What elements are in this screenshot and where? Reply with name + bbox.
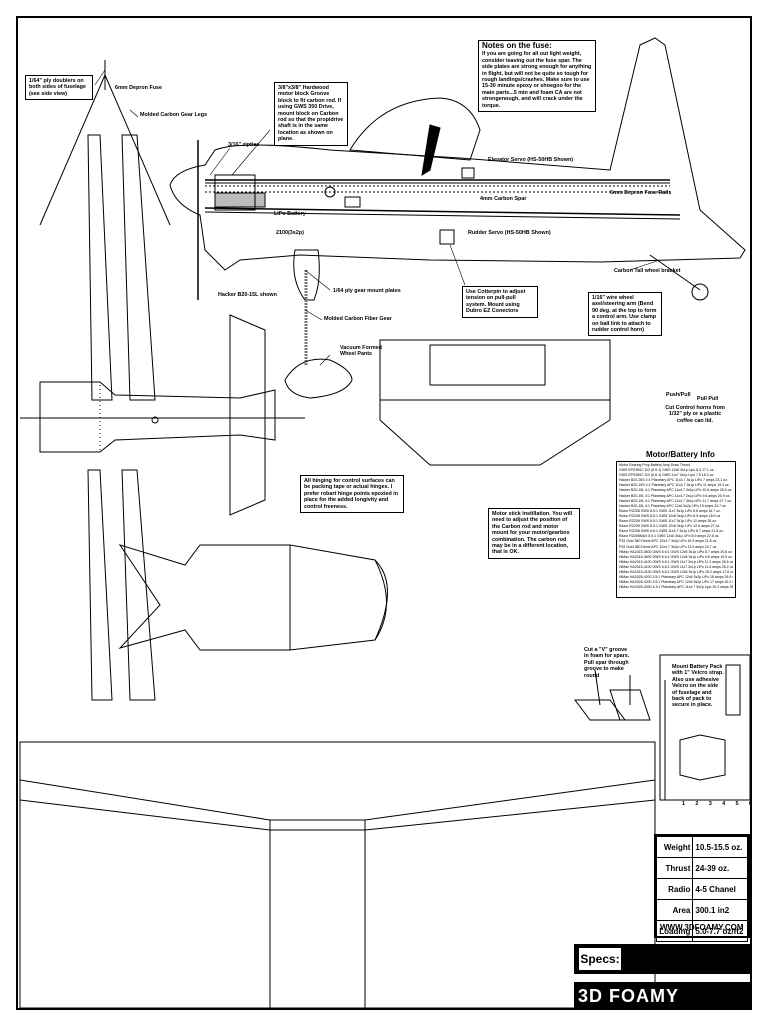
- spec-key: Weight: [655, 836, 694, 858]
- specs-bar: Specs:: [574, 944, 750, 974]
- table-row: HiMax HA2015-3600 GWS 6.6:1 GWS 12x8 3s1…: [619, 549, 733, 554]
- table-row: HiMax HA2015-4100 GWS 6.6:1 GWS 11x7 3s1…: [619, 564, 733, 569]
- leader-lines: [94, 69, 661, 366]
- ruler-mark: 1: [682, 801, 686, 807]
- ruler-mark: 2: [695, 801, 699, 807]
- gear-leg-view: [39, 60, 171, 226]
- table-row: HiMax HA2015-4100 GWS 6.6:1 GWS 11x7 3s1…: [619, 559, 733, 564]
- ruler-numbers: 1 2 3 4 5 6: [682, 801, 752, 807]
- label-fiber-gear: Molded Carbon Fiber Gear: [324, 316, 392, 322]
- spec-value: 10.5-15.5 oz.: [692, 836, 748, 858]
- battery-ruler: [659, 654, 751, 801]
- table-row: HiMax HA2025-4200 4.3:1 Planetary APC 11…: [619, 585, 733, 590]
- drawing-frame: [16, 16, 752, 1010]
- label-carbon-spar: 4mm Carbon Spar: [480, 196, 527, 202]
- table-row: Razor RZ208 GWS 8.5:1 GWS 12x8 3s1p LiPo…: [619, 524, 721, 529]
- label-gear-legs: Molded Carbon Gear Legs: [140, 112, 208, 118]
- label-gear-plates: 1/64 ply gear mount plates: [333, 288, 401, 294]
- fuselage-template: [118, 544, 388, 651]
- table-row: Hacker B20-15L 4:1 Planetary APC 11x4.7 …: [619, 498, 732, 503]
- groove-illustration: [574, 669, 651, 721]
- label-ply-doublers: 1/64" ply doublers on both sides of fuse…: [25, 75, 93, 101]
- label-motor-stick: Motor stick instillation. You will need …: [488, 508, 580, 559]
- label-wheel-pants: Vacuum Formed Wheel Pants: [340, 345, 382, 358]
- table-row: HiMax HA2015-4100 GWS 6.6:1 GWS 12x8 3s1…: [619, 569, 733, 574]
- motor-battery-title: Motor/Battery Info: [646, 450, 715, 459]
- table-row: Hacker B20-15L 4:1 Planetary APC 11x4.7 …: [619, 488, 733, 493]
- label-push-pull: Push/Pull: [666, 392, 691, 398]
- table-row: Hacker B20-15S 4:1 Planetary APC 11x4.7 …: [619, 483, 730, 488]
- table-row: Razor RZ208 GWS 8.5:1 GWS 11x7 3s1p LiPo…: [619, 508, 721, 513]
- specs-label: Specs:: [578, 947, 622, 971]
- ruler-mark: 5: [735, 801, 739, 807]
- spec-key: Thrust: [655, 857, 694, 879]
- label-zipties: 3/16" zipties: [228, 142, 260, 148]
- table-row: Hacker B20-15L 4:1 Planetary APC 12x6 3s…: [619, 503, 727, 508]
- table-row: P33 Gold 380 Direct APC 10x4.7 3s2p LiPo…: [619, 544, 718, 549]
- label-battery-pack: Mount Battery Pack with 1" Velcro strap.…: [672, 664, 724, 709]
- ruler-mark: 6: [748, 801, 752, 807]
- label-motor-block: 3/8"x3/8" Hardwood motor block Groove bl…: [274, 82, 348, 146]
- spec-value: 5.0-7.7 oz/ft2: [692, 920, 748, 942]
- table-row: Razor RZ208 GWS 6.6:1 GWS 11x4.7 3s1p Li…: [619, 529, 724, 534]
- label-lipo: LiPo Battery: [274, 211, 306, 217]
- label-tail-bracket: Carbon Tail wheel bracket: [614, 268, 681, 274]
- table-row: HiMax HA2025-4200 3.5:1 Planetary APC 12…: [619, 580, 733, 585]
- spec-value: 24-39 oz.: [692, 857, 748, 879]
- brand-logo: 3D FOAMY: [574, 982, 750, 1010]
- table-row: P33 Gold 380 Direct APC 10x4.7 3s2p LiPo…: [619, 539, 718, 544]
- label-wire-wheel: 1/16" wire wheel axel/steering arm (Bend…: [588, 292, 662, 337]
- label-hacker-motor: Hacker B20-15L shown: [218, 292, 277, 298]
- landing-gear: [284, 249, 353, 399]
- ruler-mark: 4: [722, 801, 726, 807]
- table-row: Hacker B20-26S 4:1 Planetary APC 11x4.7 …: [619, 478, 728, 483]
- top-view-aircraft: [20, 134, 305, 701]
- label-rudder-servo: Rudder Servo (HS-50HB Shown): [468, 230, 551, 236]
- spec-value: 4-5 Chanel: [692, 878, 748, 900]
- spec-key: Loading: [655, 920, 694, 942]
- spec-key: Area: [655, 899, 694, 921]
- table-row: Hacker B20-15L 4:1 Planetary APC 11x4.7 …: [619, 493, 731, 498]
- table-row: GWS EPS350C D/2 (6.6:1) GWS 11x7 3s1p Li…: [619, 473, 715, 478]
- notes-body: If you are going for all out light weigh…: [482, 51, 592, 109]
- label-lipo-size: 2100(3s2p): [276, 230, 304, 236]
- spec-key: Radio: [655, 878, 694, 900]
- motor-battery-table: Motor Gearing Prop Battery Amp Draw Thru…: [616, 461, 736, 598]
- table-row: Razor RZ408MAX 8.5:1 GWS 12x6 3s1p LiPo …: [619, 534, 720, 539]
- label-control-horns: Cut Control horns from 1/32" ply or a pl…: [665, 405, 725, 424]
- wing-planform: [19, 741, 656, 1009]
- label-pull-pull: Pull Pull: [697, 396, 719, 402]
- ruler-mark: 3: [708, 801, 712, 807]
- table-row: Razor RZ208 GWS 8.5:1 GWS 12x8 3s1p LiPo…: [619, 513, 722, 518]
- table-row: HiMax HA2025-4200 3.5:1 Planetary APC 12…: [619, 575, 733, 580]
- table-row: Motor Gearing Prop Battery Amp Draw Thru…: [619, 463, 690, 467]
- label-depron-fuse: 6mm Depron Fuse: [115, 85, 163, 91]
- label-v-groove: Cut a "V" groove in foam for spars. Pull…: [584, 647, 630, 679]
- label-elevator-servo: Elevator Servo (HS-50HB Shown): [488, 157, 574, 163]
- notes-title: Notes on the fuse:: [482, 41, 552, 50]
- table-row: GWS EPS350C D/2 (6.6:1) GWS 12x8 3s1p Li…: [619, 468, 715, 473]
- parts-hatch: [379, 339, 611, 466]
- table-row: Razor RZ208 GWS 8.5:1 GWS 11x7 3s1p LiPo…: [619, 519, 717, 524]
- side-view-fuselage: [169, 37, 746, 301]
- spec-value: 300.1 in2: [692, 899, 748, 921]
- fuse-notes-box: Notes on the fuse: If you are going for …: [478, 40, 596, 113]
- table-row: HiMax HA2015-3600 GWS 6.6:1 GWS 12x8 3s1…: [619, 554, 733, 559]
- label-hinging: All hinging for control surfaces can be …: [300, 475, 404, 514]
- label-fuse-rails: 6mm Depron Fuse Rails: [610, 190, 672, 196]
- website-url: WWW.3DFOAMY.COM: [660, 923, 744, 932]
- label-cotterpin: Use Cotterpin to adjust tension on pull-…: [462, 286, 538, 318]
